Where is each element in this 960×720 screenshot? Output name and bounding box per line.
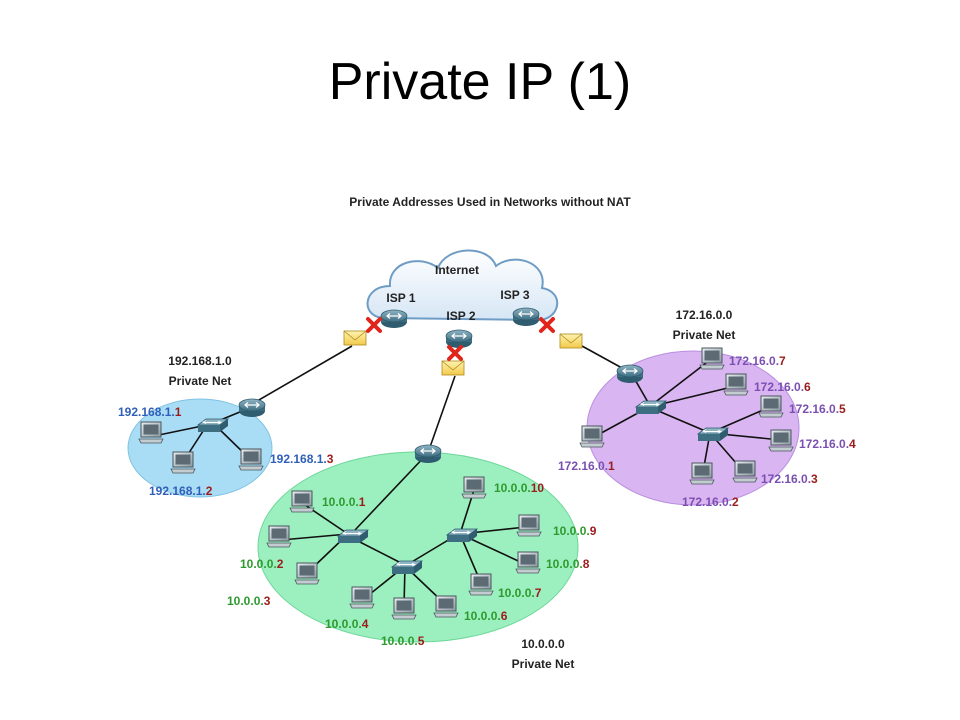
- ip-label-172-4: 172.16.0.4: [799, 437, 856, 451]
- net-172-address: 172.16.0.0: [676, 308, 733, 322]
- net-10-name: Private Net: [512, 657, 575, 671]
- envelope-icon-172: [559, 333, 583, 349]
- ip-label-172-7: 172.16.0.7: [729, 354, 786, 368]
- ip-label-10-3: 10.0.0.3: [227, 594, 271, 608]
- net-192-name: Private Net: [169, 374, 232, 388]
- ip-label-192-2: 192.168.1.2: [149, 484, 213, 498]
- isp3-label: ISP 3: [500, 288, 529, 302]
- ip-label-10-1: 10.0.0.1: [322, 495, 366, 509]
- envelope-icon-10: [441, 360, 465, 376]
- pc-icon-192-3: [238, 448, 264, 471]
- slide-title: Private IP (1): [328, 53, 632, 111]
- ip-label-10-8: 10.0.0.8: [546, 557, 590, 571]
- pc-icon-172-5: [758, 395, 784, 418]
- pc-icon-172-1: [579, 425, 605, 448]
- isp2-label: ISP 2: [446, 309, 475, 323]
- router-icon-10: [414, 444, 442, 464]
- pc-icon-10-2: [266, 525, 292, 548]
- router-icon-isp3: [512, 307, 540, 327]
- host-labels: 192.168.1.1 192.168.1.2 192.168.1.3 10.0…: [118, 354, 856, 648]
- ip-label-172-6: 172.16.0.6: [754, 380, 811, 394]
- blocked-x-icon-192: [366, 317, 382, 333]
- cloud-label: Internet: [435, 263, 479, 277]
- pc-icon-10-4: [349, 586, 375, 609]
- pc-icon-10-10: [461, 476, 487, 499]
- router-icon-192: [238, 398, 266, 418]
- ip-label-192-3: 192.168.1.3: [270, 452, 334, 466]
- ip-label-10-9: 10.0.0.9: [553, 524, 597, 538]
- ip-label-10-6: 10.0.0.6: [464, 609, 508, 623]
- ip-label-172-1: 172.16.0.1: [558, 459, 615, 473]
- isp1-label: ISP 1: [386, 291, 415, 305]
- envelope-icon-192: [343, 330, 367, 346]
- pc-icon-192-2: [170, 451, 196, 474]
- ip-label-10-4: 10.0.0.4: [325, 617, 369, 631]
- pc-icon-10-6: [433, 595, 459, 618]
- ip-label-172-3: 172.16.0.3: [761, 472, 818, 486]
- blocked-x-icon-172: [539, 317, 555, 333]
- ip-label-192-1: 192.168.1.1: [118, 405, 182, 419]
- pc-icon-172-4: [768, 429, 794, 452]
- cloud-icon: [366, 249, 559, 322]
- pc-icon-172-2: [689, 462, 715, 485]
- ip-label-10-2: 10.0.0.2: [240, 557, 284, 571]
- net-10-address: 10.0.0.0: [521, 637, 565, 651]
- pc-icon-10-3: [294, 562, 320, 585]
- zone-192-168-1: [127, 398, 273, 498]
- pc-icon-10-8: [515, 551, 541, 574]
- blocked-x-icon-10: [447, 345, 463, 361]
- router-icon-172: [616, 364, 644, 384]
- ip-label-172-5: 172.16.0.5: [789, 402, 846, 416]
- pc-icon-172-7: [699, 347, 725, 370]
- ip-label-10-10: 10.0.0.10: [494, 481, 544, 495]
- net-172-name: Private Net: [673, 328, 736, 342]
- pc-icon-10-9: [516, 514, 542, 537]
- pc-icon-10-7: [468, 573, 494, 596]
- figure-caption: Private Addresses Used in Networks witho…: [349, 195, 631, 209]
- pc-icon-192-1: [138, 421, 164, 444]
- pc-icon-10-1: [289, 490, 315, 513]
- net-192-address: 192.168.1.0: [168, 354, 232, 368]
- ip-label-10-5: 10.0.0.5: [381, 634, 425, 648]
- ip-label-10-7: 10.0.0.7: [498, 586, 542, 600]
- ip-label-172-2: 172.16.0.2: [682, 495, 739, 509]
- pc-icon-10-5: [391, 597, 417, 620]
- router-icon-isp1: [380, 309, 408, 329]
- pc-icon-172-6: [723, 373, 749, 396]
- pc-icon-172-3: [732, 460, 758, 483]
